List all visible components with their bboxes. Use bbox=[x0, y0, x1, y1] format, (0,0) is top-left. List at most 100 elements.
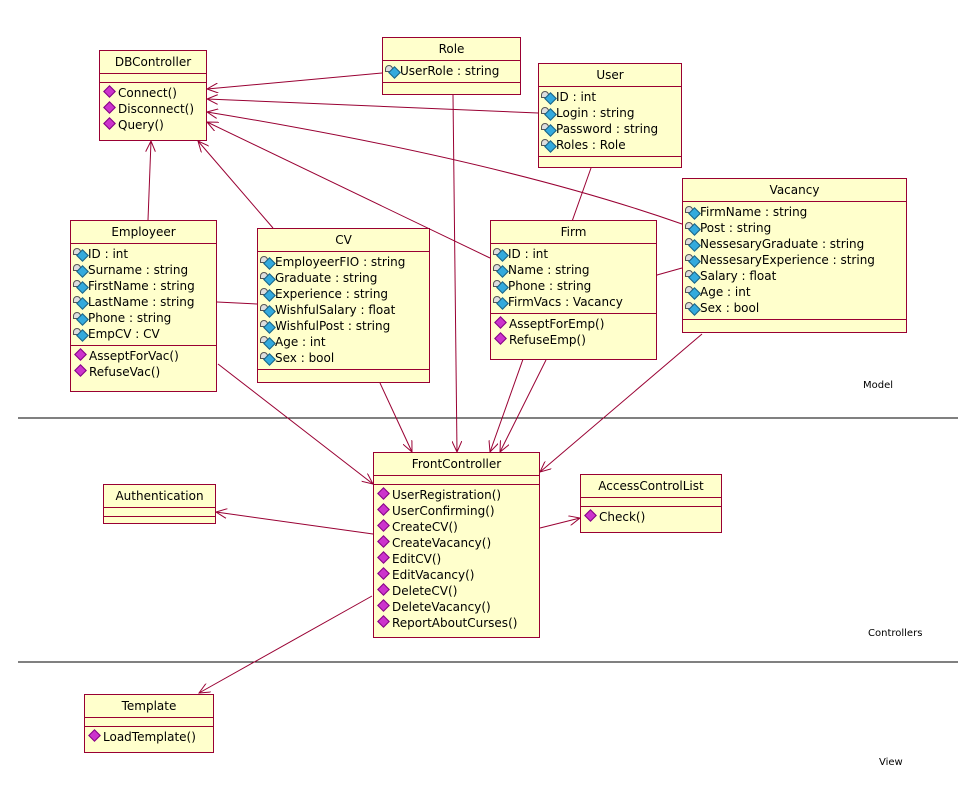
attribute-icon bbox=[73, 296, 89, 310]
attribute-icon bbox=[260, 352, 276, 366]
attributes-section: FirmName : string Post : string Nessesar… bbox=[683, 202, 906, 320]
attribute-row: ID : int bbox=[493, 246, 656, 262]
operations-section: LoadTemplate() bbox=[85, 727, 213, 748]
frontcontroller-to-authentication bbox=[216, 512, 374, 535]
attribute-row: Experience : string bbox=[260, 286, 429, 302]
cv-to-dbcontroller bbox=[198, 141, 274, 229]
operation-icon bbox=[103, 100, 116, 114]
class-name: Authentication bbox=[104, 485, 215, 508]
attribute-row: Sex : bool bbox=[685, 300, 906, 316]
operation-row: ReportAboutCurses() bbox=[376, 614, 539, 631]
class-firm: Firm ID : int Name : string Phone : stri… bbox=[490, 220, 657, 360]
attribute-icon bbox=[541, 91, 557, 105]
class-authentication: Authentication bbox=[103, 484, 216, 524]
operations-section: Connect() Disconnect() Query() bbox=[100, 83, 206, 136]
operation-row: DeleteVacancy() bbox=[376, 598, 539, 615]
attribute-row: FirmName : string bbox=[685, 204, 906, 220]
attribute-icon bbox=[685, 254, 701, 268]
attribute-icon bbox=[541, 139, 557, 153]
attribute-row: ID : int bbox=[73, 246, 216, 262]
class-dbcontroller: DBController Connect() Disconnect() Quer… bbox=[99, 50, 207, 141]
attribute-icon bbox=[73, 248, 89, 262]
operation-row: RefuseVac() bbox=[73, 363, 216, 380]
operations-section bbox=[104, 517, 215, 522]
class-name: Vacancy bbox=[683, 179, 906, 202]
class-cv: CV EmployeerFIO : string Graduate : stri… bbox=[257, 228, 430, 383]
attribute-row: WishfulPost : string bbox=[260, 318, 429, 334]
operation-row: EditCV() bbox=[376, 550, 539, 567]
attributes-section: ID : int Name : string Phone : string Fi… bbox=[491, 244, 656, 314]
attribute-row: FirmVacs : Vacancy bbox=[493, 294, 656, 310]
attribute-icon bbox=[73, 264, 89, 278]
operations-section bbox=[539, 157, 681, 162]
attribute-row: UserRole : string bbox=[385, 63, 520, 79]
class-role: Role UserRole : string bbox=[382, 37, 521, 95]
frontcontroller-to-template bbox=[199, 595, 373, 693]
attribute-row: ID : int bbox=[541, 89, 681, 105]
attribute-row: LastName : string bbox=[73, 294, 216, 310]
attribute-icon bbox=[260, 336, 276, 350]
attribute-row: Graduate : string bbox=[260, 270, 429, 286]
frontcontroller-to-accesscontrollist bbox=[539, 518, 580, 529]
class-vacancy: Vacancy FirmName : string Post : string … bbox=[682, 178, 907, 333]
operation-row: LoadTemplate() bbox=[87, 728, 213, 745]
attribute-icon bbox=[260, 304, 276, 318]
firm-to-frontcontroller bbox=[500, 359, 547, 452]
class-user: User ID : int Login : string Password : … bbox=[538, 63, 682, 168]
operation-icon bbox=[494, 331, 507, 345]
attribute-row: Post : string bbox=[685, 220, 906, 236]
attribute-icon bbox=[73, 280, 89, 294]
attribute-icon bbox=[685, 206, 701, 220]
attributes-section: ID : int Surname : string FirstName : st… bbox=[71, 244, 216, 346]
operation-icon bbox=[377, 534, 390, 548]
attribute-row: Salary : float bbox=[685, 268, 906, 284]
attributes-section bbox=[100, 74, 206, 83]
attribute-row: WishfulSalary : float bbox=[260, 302, 429, 318]
class-template: Template LoadTemplate() bbox=[84, 694, 214, 753]
operation-row: DeleteCV() bbox=[376, 582, 539, 599]
attribute-row: Login : string bbox=[541, 105, 681, 121]
class-name: Employeer bbox=[71, 221, 216, 244]
firm-vacancy-aggregation bbox=[657, 267, 683, 275]
attribute-row: Phone : string bbox=[73, 310, 216, 326]
attributes-section bbox=[104, 508, 215, 517]
attribute-row: Roles : Role bbox=[541, 137, 681, 153]
attribute-row: Password : string bbox=[541, 121, 681, 137]
attributes-section bbox=[374, 476, 539, 485]
operation-row: Query() bbox=[102, 116, 206, 133]
operation-row: Disconnect() bbox=[102, 100, 206, 117]
employeer-cv-aggregation bbox=[217, 302, 258, 304]
class-frontcontroller: FrontController UserRegistration() UserC… bbox=[373, 452, 540, 638]
operation-icon bbox=[377, 582, 390, 596]
attribute-icon bbox=[685, 270, 701, 284]
vacancy-to-frontcontroller bbox=[540, 333, 703, 472]
attributes-section: EmployeerFIO : string Graduate : string … bbox=[258, 252, 429, 370]
class-name: Template bbox=[85, 695, 213, 718]
operations-section: AsseptForVac() RefuseVac() bbox=[71, 346, 216, 383]
operation-icon bbox=[377, 598, 390, 612]
operation-row: Connect() bbox=[102, 84, 206, 101]
operation-icon bbox=[377, 502, 390, 516]
firm-to-dbcontroller bbox=[207, 122, 491, 259]
operation-icon bbox=[494, 315, 507, 329]
user-to-dbcontroller bbox=[207, 99, 539, 114]
operation-row: CreateCV() bbox=[376, 518, 539, 535]
attribute-icon bbox=[73, 312, 89, 326]
attribute-row: Name : string bbox=[493, 262, 656, 278]
operation-row: UserConfirming() bbox=[376, 502, 539, 519]
operation-icon bbox=[377, 614, 390, 628]
class-employeer: Employeer ID : int Surname : string Firs… bbox=[70, 220, 217, 392]
attributes-section: UserRole : string bbox=[383, 61, 520, 83]
attribute-row: EmpCV : CV bbox=[73, 326, 216, 342]
class-name: AccessControlList bbox=[581, 475, 721, 498]
attribute-icon bbox=[260, 272, 276, 286]
class-accesscontrollist: AccessControlList Check() bbox=[580, 474, 722, 533]
operation-icon bbox=[377, 566, 390, 580]
operation-row: UserRegistration() bbox=[376, 486, 539, 503]
operation-icon bbox=[74, 363, 87, 377]
operation-row: AsseptForEmp() bbox=[493, 315, 656, 332]
operation-icon bbox=[88, 728, 101, 742]
role-to-dbcontroller bbox=[207, 72, 383, 89]
vacancy-to-dbcontroller bbox=[207, 112, 683, 225]
